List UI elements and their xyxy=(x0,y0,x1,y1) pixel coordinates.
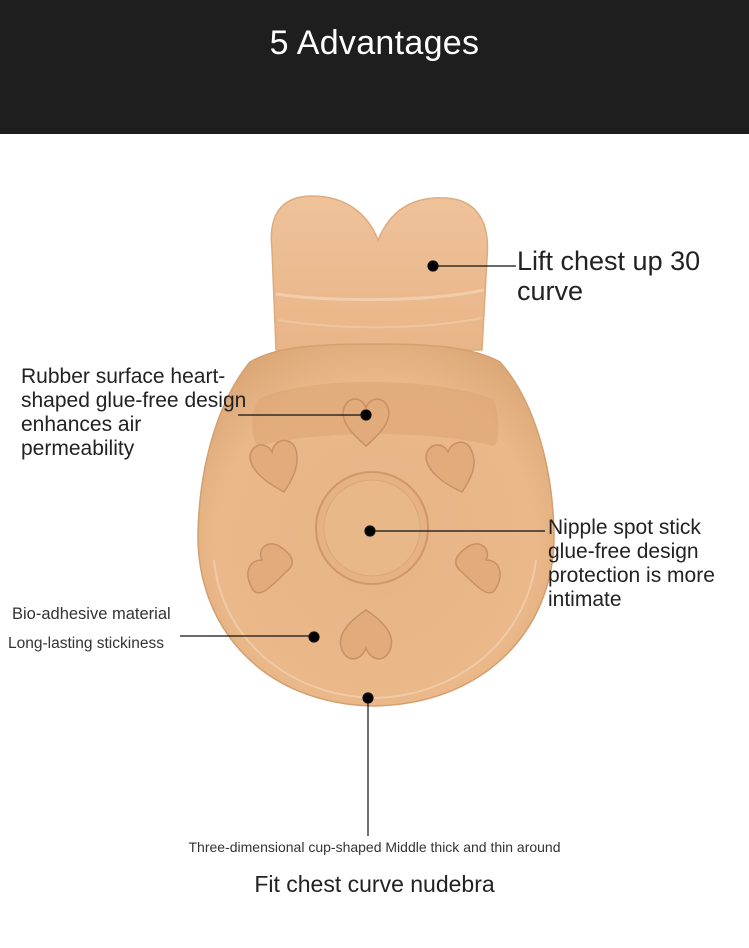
heart-upper-right-icon xyxy=(425,441,475,493)
nipple-dot xyxy=(364,525,376,537)
heart-lower-right-icon xyxy=(455,543,501,594)
heart-top-icon xyxy=(342,398,390,447)
lift-dot xyxy=(427,260,439,272)
bio-dot xyxy=(308,631,320,643)
page-title: 5 Advantages xyxy=(269,24,480,62)
heart-lower-left-icon xyxy=(247,543,293,594)
lift-tab xyxy=(270,195,489,351)
callout-cup-shape: Three-dimensional cup-shaped Middle thic… xyxy=(188,839,561,855)
callout-bio-adhesive: Bio-adhesive material xyxy=(12,605,171,623)
cup-dot xyxy=(362,692,374,704)
heart-upper-left-icon xyxy=(249,439,298,493)
callout-nipple-spot: Nipple spot stick glue-free design prote… xyxy=(548,516,715,611)
callout-rubber-surface: Rubber surface heart-shaped glue-free de… xyxy=(21,365,247,460)
heart-bottom-icon xyxy=(339,609,393,660)
callout-fit-curve: Fit chest curve nudebra xyxy=(254,871,495,897)
callout-lift: Lift chest up 30 curve xyxy=(517,246,701,306)
rubber-dot xyxy=(360,409,372,421)
header-banner: 5 Advantages xyxy=(0,0,749,134)
callout-long-lasting: Long-lasting stickiness xyxy=(8,635,164,652)
